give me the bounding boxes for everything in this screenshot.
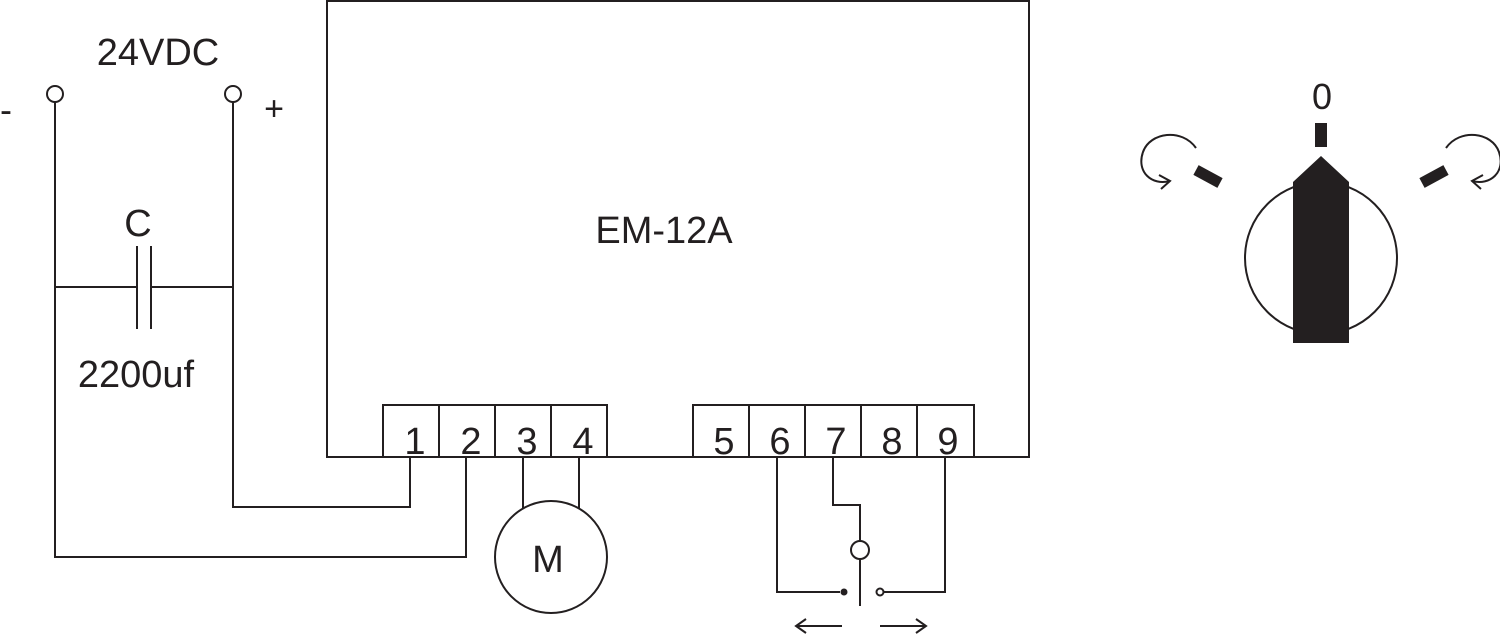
minus-terminal — [46, 85, 64, 103]
terminal-label-1: 1 — [404, 421, 425, 463]
selector-mark-left — [1193, 165, 1223, 188]
terminal-label-3: 3 — [516, 421, 537, 463]
capacitor-name-label: C — [124, 203, 151, 245]
plus-terminal — [224, 85, 242, 103]
switch-wire-6 — [776, 457, 840, 593]
selector-mark-center — [1315, 123, 1327, 147]
plus-wire — [232, 102, 411, 508]
switch-pivot — [850, 540, 870, 560]
selector-center-label: 0 — [1312, 76, 1332, 117]
terminal-label-7: 7 — [825, 421, 846, 463]
terminal-label-9: 9 — [937, 421, 958, 463]
minus-label: - — [0, 89, 12, 130]
terminal-label-4: 4 — [572, 421, 593, 463]
switch-contact-left — [840, 588, 848, 596]
module-box — [326, 0, 1030, 458]
rotate-counterclockwise-icon — [1140, 133, 1197, 190]
arrow-right-icon — [880, 618, 928, 634]
module-name: EM-12A — [595, 210, 733, 252]
motor-label: M — [532, 539, 564, 581]
switch-wire-9 — [884, 457, 946, 593]
terminal-label-8: 8 — [881, 421, 902, 463]
terminal-label-2: 2 — [460, 421, 481, 463]
selector-mark-right — [1419, 165, 1449, 188]
terminal-label-6: 6 — [769, 421, 790, 463]
minus-wire — [54, 102, 467, 558]
motor-circle — [494, 500, 608, 614]
switch-contact-right — [875, 587, 885, 597]
voltage-label: 24VDC — [97, 32, 220, 74]
plus-label: + — [264, 90, 284, 128]
arrow-left-icon — [794, 618, 842, 634]
capacitor-value-label: 2200uf — [78, 354, 195, 396]
terminal-block-left — [382, 404, 608, 458]
rotate-clockwise-icon — [1445, 133, 1500, 190]
selector-knob — [1293, 156, 1349, 343]
terminal-label-5: 5 — [713, 421, 734, 463]
switch-wire-7 — [832, 457, 861, 541]
capacitor-symbol — [55, 246, 233, 329]
